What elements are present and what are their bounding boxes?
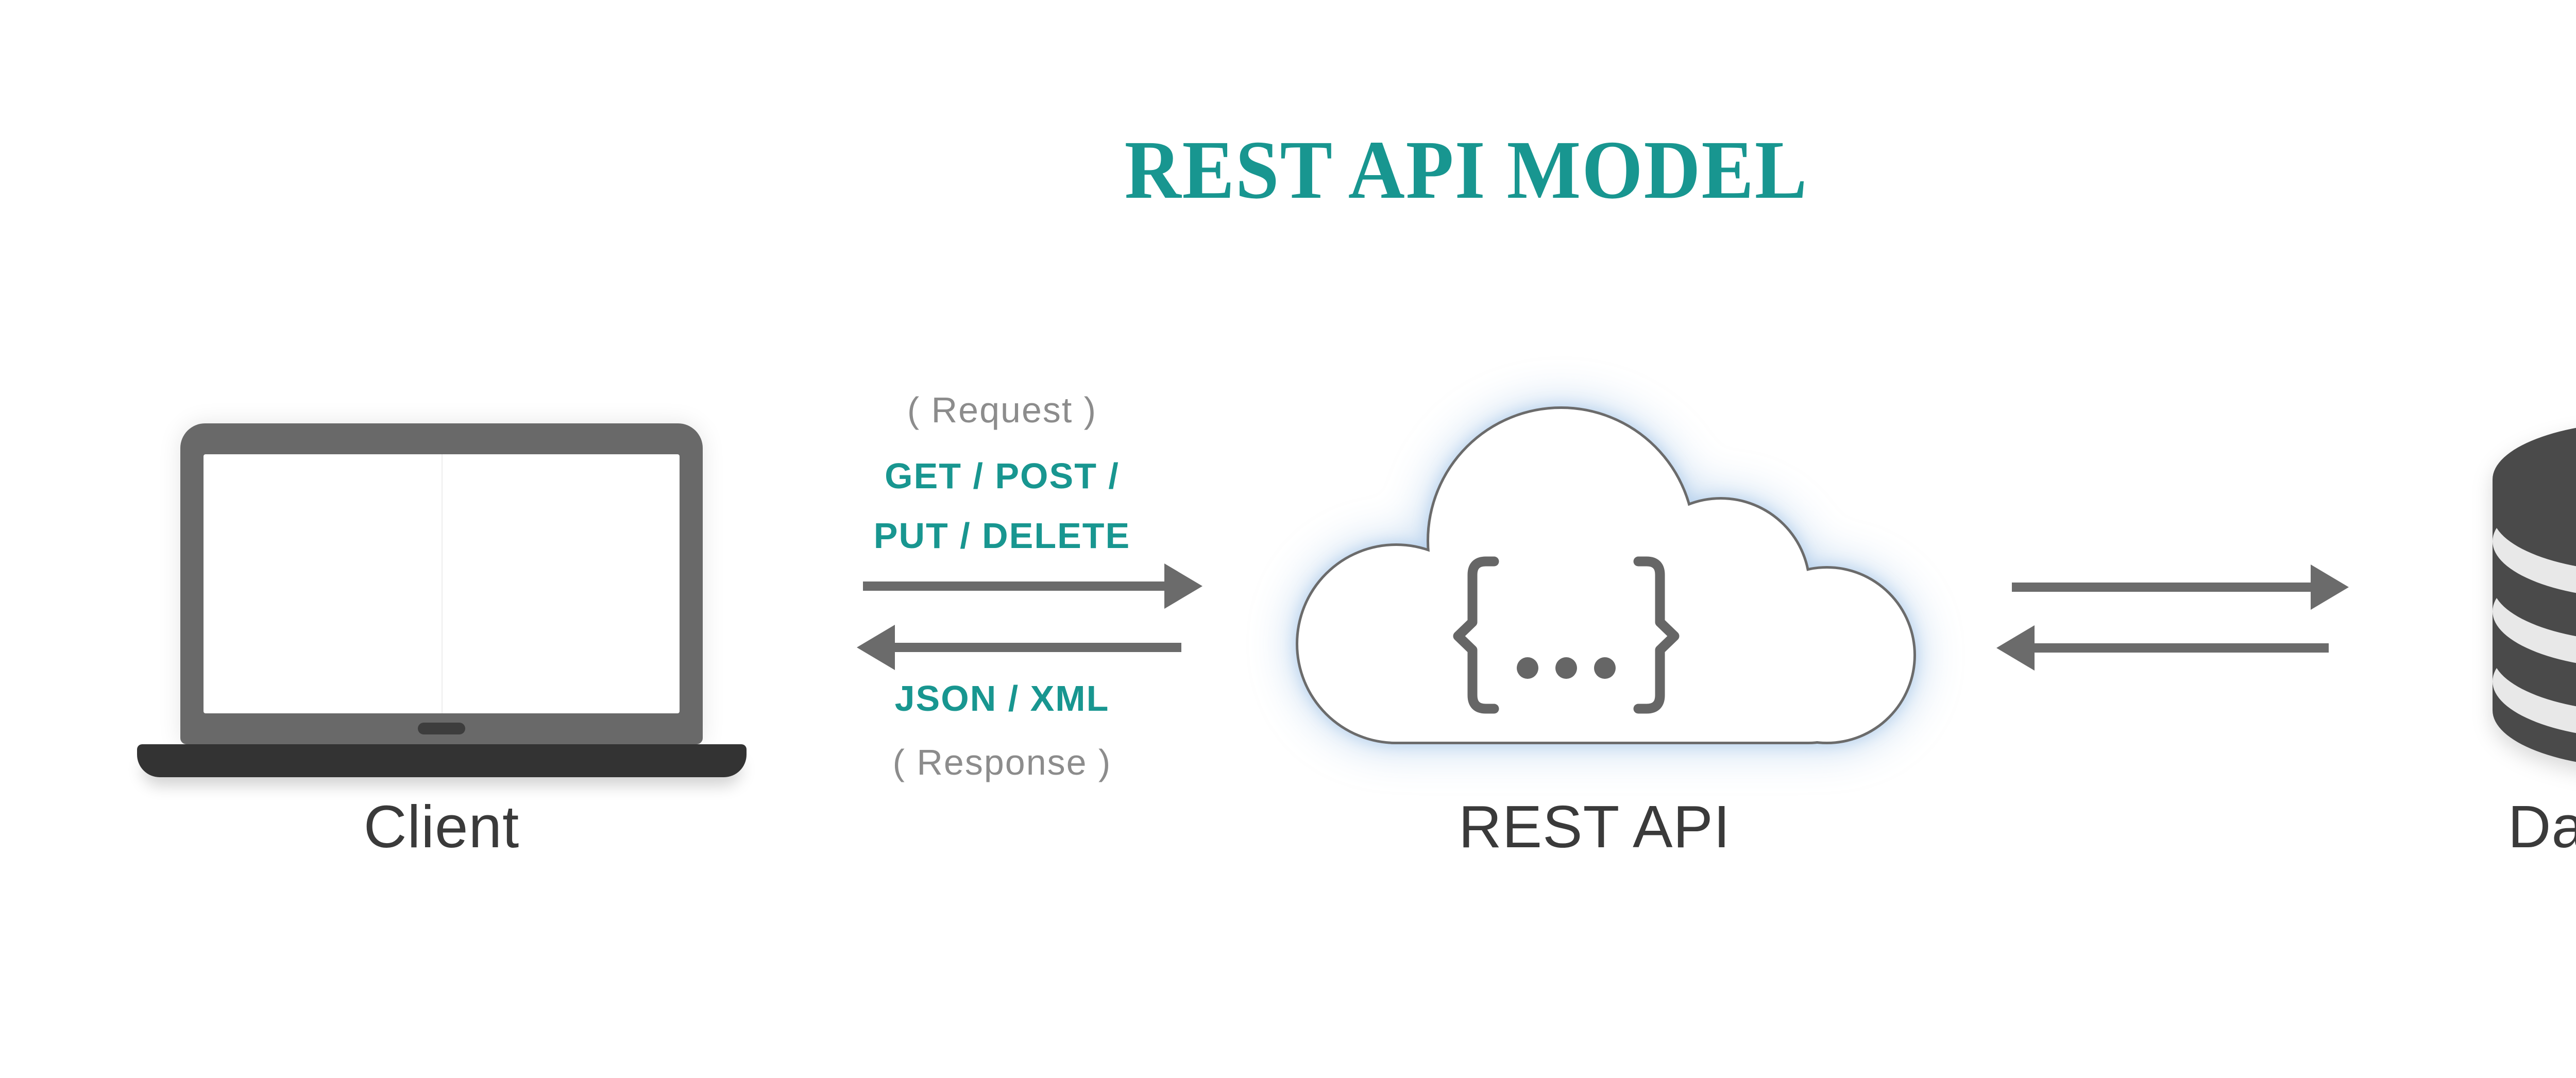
laptop-notch [418, 723, 465, 734]
response-formats: JSON / XML [894, 678, 1110, 718]
arrow-right-icon [2012, 564, 2349, 610]
database-icon [2493, 427, 2576, 762]
laptop-screen [204, 454, 680, 713]
laptop-icon [180, 423, 703, 744]
request-methods-line1: GET / POST / [885, 456, 1120, 496]
braces-ellipsis-icon [1453, 556, 1680, 714]
database-label: Database [2507, 793, 2576, 860]
page-title: REST API MODEL [1124, 124, 1808, 216]
laptop-base [137, 744, 747, 777]
client-label: Client [363, 793, 520, 860]
arrow-left-icon [1996, 625, 2329, 671]
request-methods-line2: PUT / DELETE [873, 516, 1131, 556]
arrow-left-icon [857, 625, 1181, 670]
request-annotation: ( Request ) [907, 390, 1097, 430]
response-annotation: ( Response ) [892, 742, 1112, 782]
arrow-right-icon [863, 563, 1202, 609]
api-label: REST API [1458, 793, 1731, 860]
